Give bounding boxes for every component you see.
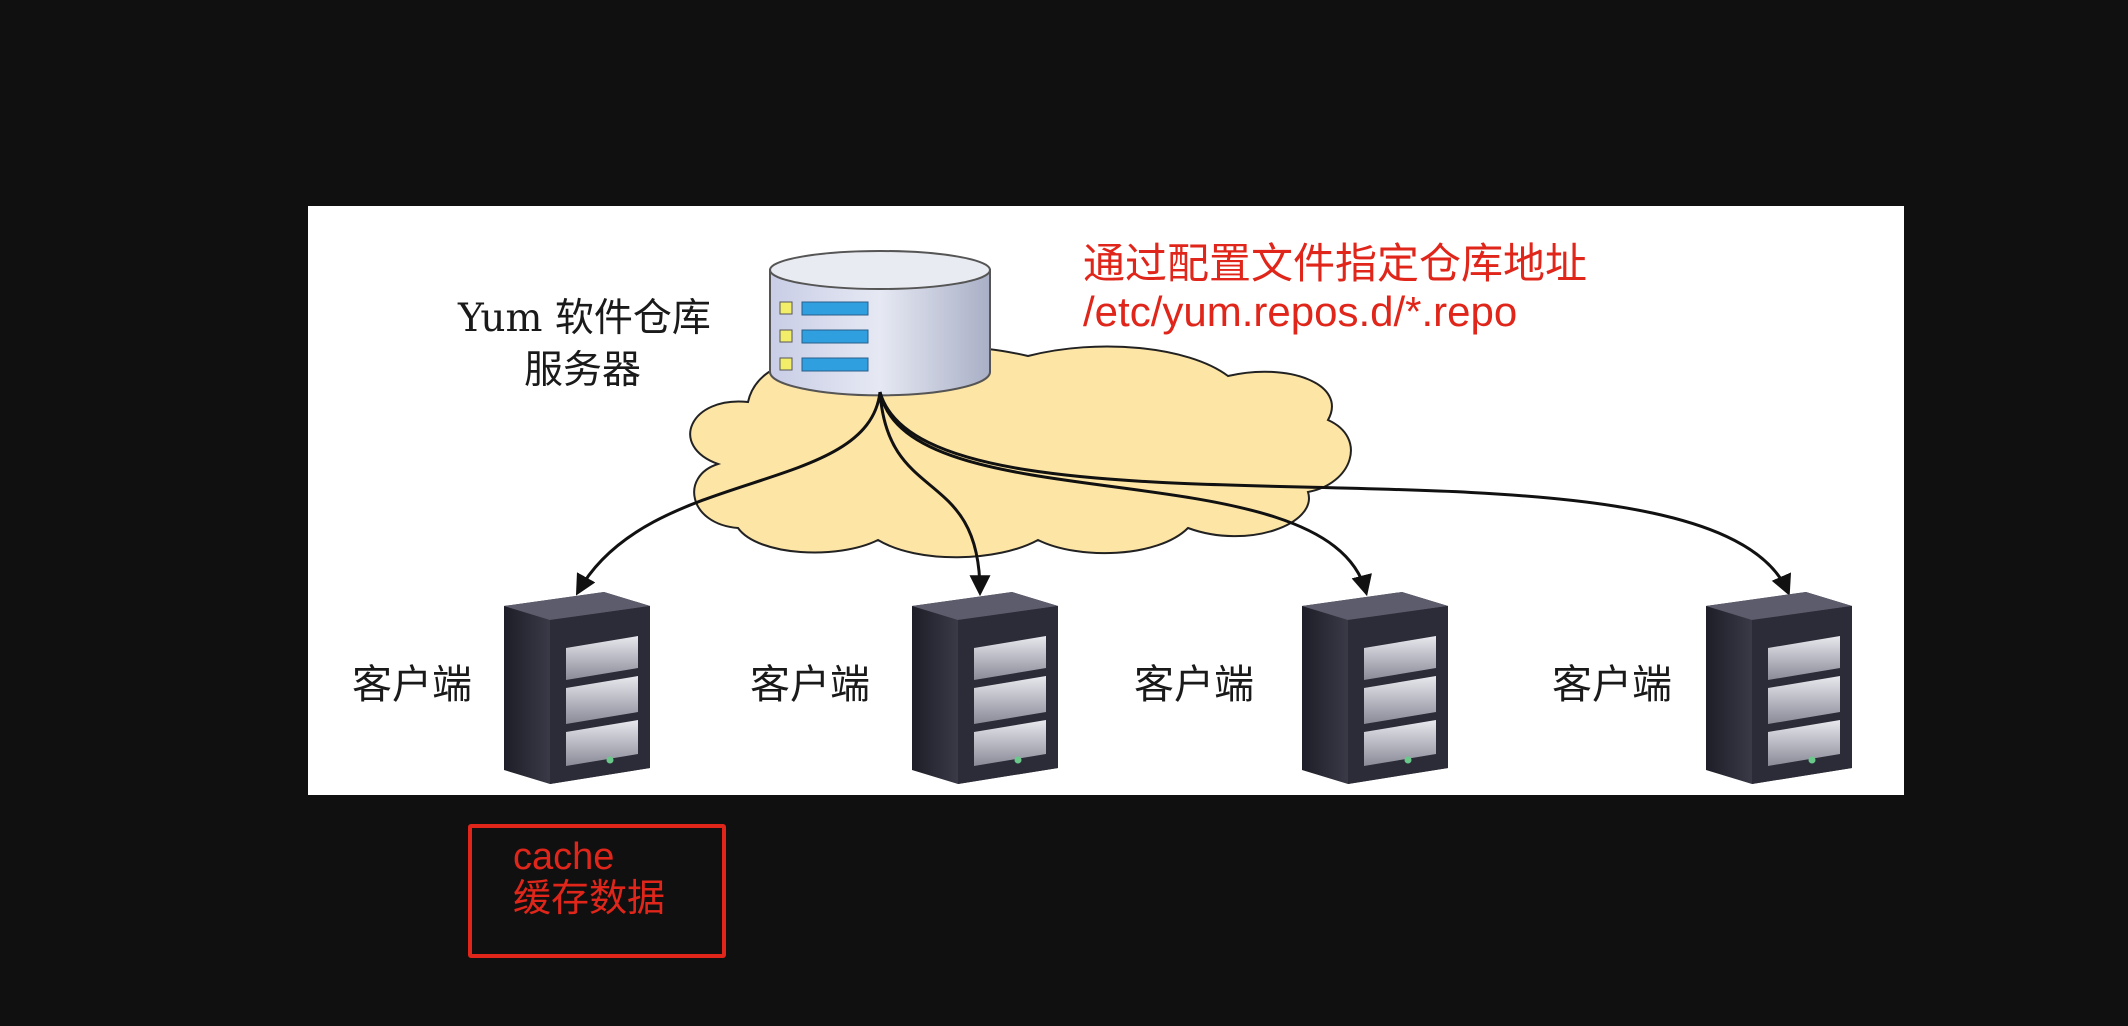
client-label-2: 客户端 [750, 662, 870, 708]
cache-annotation-box [468, 824, 726, 958]
arrow-to-client-3 [878, 391, 1372, 597]
client-label-4: 客户端 [1552, 662, 1672, 708]
client-tower-icon-1 [504, 592, 650, 784]
cache-note-line2: 缓存数据 [513, 878, 666, 920]
arrow-to-client-4 [878, 391, 1791, 596]
repository-server-icon [769, 250, 991, 397]
cache-note-line1: cache [513, 836, 615, 878]
client-tower-icon-2 [912, 592, 1058, 784]
cache-annotation: cache 缓存数据 [513, 836, 665, 920]
repo-note-line1: 通过配置文件指定仓库地址 [1083, 240, 1588, 287]
client-tower-icon-4 [1706, 592, 1852, 784]
server-label-line2: 服务器 [524, 348, 642, 393]
network-cloud [689, 345, 1352, 559]
client-label-3: 客户端 [1134, 662, 1254, 708]
repo-note-line2: /etc/yum.repos.d/*.repo [1083, 288, 1518, 335]
repo-config-annotation: 通过配置文件指定仓库地址 /etc/yum.repos.d/*.repo [1083, 240, 1587, 336]
connection-arrows [575, 391, 1791, 597]
diagram-panel: Yum 软件仓库 服务器 客户端 客户端 客户端 客户端 [308, 206, 1904, 795]
arrow-to-client-2 [878, 391, 991, 597]
arrow-to-client-1 [575, 391, 882, 596]
client-tower-icon-3 [1302, 592, 1448, 784]
server-label-line1: Yum 软件仓库 [458, 296, 711, 341]
network-diagram [504, 250, 1852, 784]
client-label-1: 客户端 [352, 662, 472, 708]
